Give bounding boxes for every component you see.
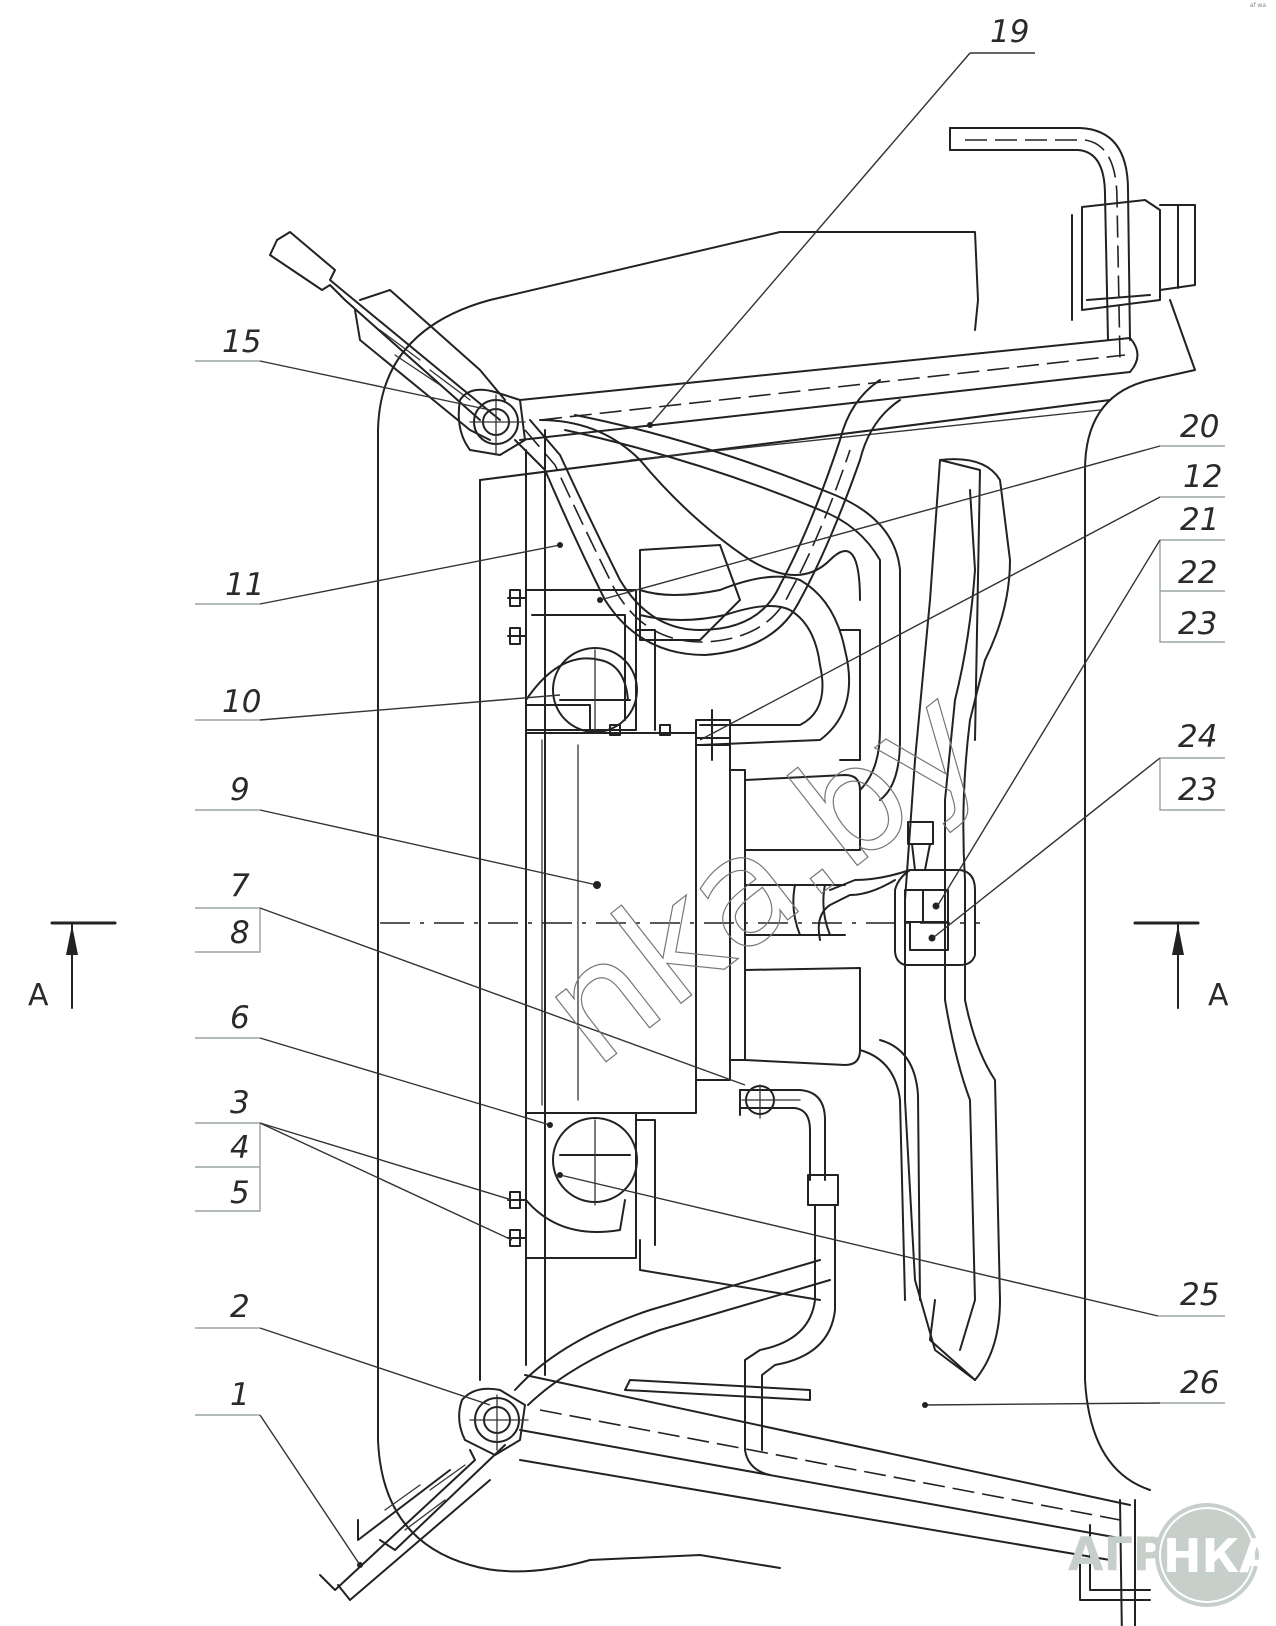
callout-19: 19 — [990, 14, 1029, 50]
callout-3: 3 — [230, 1085, 250, 1121]
upper-hoses — [514, 379, 901, 801]
callout-24: 24 — [1178, 719, 1217, 755]
callout-10: 10 — [222, 684, 261, 720]
callout-22: 22 — [1178, 555, 1217, 591]
agronka-logo: АГРО НКА — [1068, 1503, 1275, 1607]
callout-23-upper: 23 — [1178, 606, 1217, 642]
callouts: 15 11 10 9 7 8 6 3 4 5 2 1 19 20 12 21 2… — [222, 14, 1222, 1413]
section-marker-left: A — [28, 921, 117, 1013]
valve-block — [817, 821, 976, 966]
upper-bearing — [507, 589, 671, 736]
callout-1: 1 — [230, 1377, 250, 1413]
callout-12: 12 — [1183, 459, 1222, 495]
callout-20: 20 — [1180, 409, 1219, 445]
lower-left-rod — [319, 1259, 831, 1601]
callout-15: 15 — [222, 324, 261, 360]
logo-right-text: НКА — [1163, 1529, 1275, 1583]
callout-4: 4 — [230, 1130, 250, 1166]
right-frame — [904, 299, 1196, 1491]
callout-6: 6 — [230, 1000, 250, 1036]
section-marker-right: A — [1133, 921, 1229, 1013]
callout-25: 25 — [1180, 1277, 1219, 1313]
callout-7: 7 — [230, 868, 250, 904]
section-label-left: A — [28, 978, 49, 1013]
callout-5: 5 — [230, 1175, 250, 1211]
section-label-right: A — [1208, 978, 1229, 1013]
top-right-pipe — [949, 127, 1196, 361]
callout-9: 9 — [230, 772, 250, 808]
bottom-rail — [519, 1374, 1151, 1626]
callout-23-lower: 23 — [1178, 772, 1217, 808]
lower-hoses — [739, 1039, 921, 1476]
callout-11: 11 — [225, 567, 264, 603]
callout-8: 8 — [230, 915, 250, 951]
top-rail — [479, 337, 1139, 481]
upper-left-rod — [269, 231, 526, 456]
callout-26: 26 — [1180, 1365, 1219, 1401]
callout-2: 2 — [230, 1289, 250, 1325]
leaders-right — [557, 52, 1225, 1408]
watermark-text: nka.by — [510, 652, 1013, 1099]
callout-21: 21 — [1180, 502, 1219, 538]
corner-mark: af wa — [1249, 2, 1266, 9]
slanted-bar — [929, 459, 981, 1381]
leaders-left — [195, 360, 746, 1568]
lower-bearing — [507, 1112, 821, 1301]
